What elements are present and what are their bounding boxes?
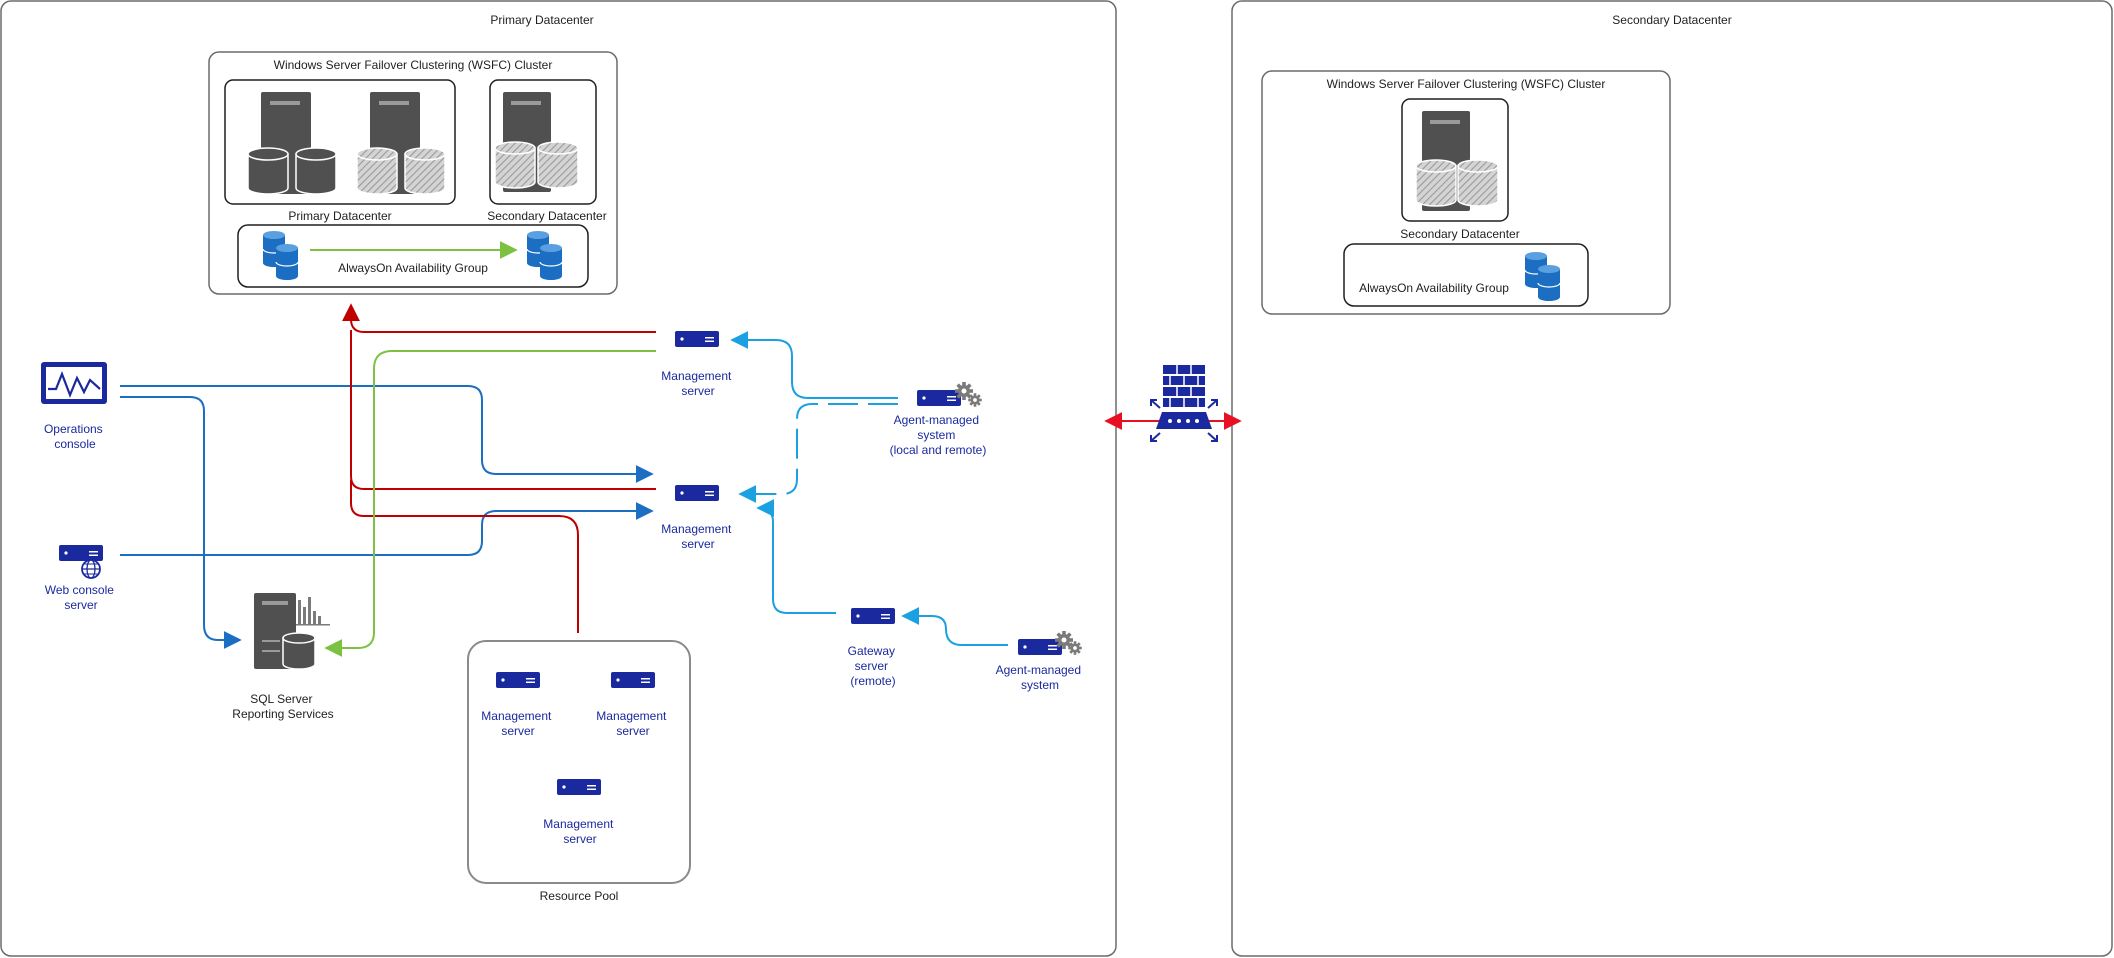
flow-webconsole-to-management — [120, 502, 654, 556]
web-console-label: Web console server — [45, 583, 118, 612]
flow-agent-to-gateway — [901, 607, 1008, 646]
secondary-datacenter-box — [1231, 0, 2113, 957]
operations-console: Operations console — [41, 362, 107, 451]
server-icon — [496, 672, 540, 688]
wsfc-cluster-primary: Windows Server Failover Clustering (WSFC… — [208, 51, 618, 295]
flow-management-to-ssrs — [324, 350, 656, 657]
management-server-middle: Management server — [661, 485, 734, 551]
sql-node-primary — [224, 79, 456, 205]
bar-chart-icon — [296, 597, 330, 626]
flow-console-to-management — [120, 385, 654, 483]
server-icon — [557, 779, 601, 795]
resource-pool: Management server Management server Mana… — [467, 640, 691, 884]
wsfc-cluster-secondary: Windows Server Failover Clustering (WSFC… — [1261, 70, 1671, 315]
database-replica-icon — [356, 147, 446, 195]
management-server-label: Management server — [661, 522, 734, 551]
flow-agent-to-management — [730, 331, 898, 399]
agent-managed-system-remote: Agent-managed system — [996, 631, 1085, 692]
agent-managed-system-local: Agent-managed system (local and remote) — [890, 382, 987, 457]
globe-icon — [81, 559, 101, 579]
firewall-icon — [1150, 365, 1218, 442]
ssrs-label: SQL Server Reporting Services — [232, 692, 333, 721]
server-icon — [917, 390, 961, 406]
sql-node-secondary — [1401, 98, 1509, 222]
gateway-label: Gateway server (remote) — [848, 644, 899, 688]
availability-group-secondary: AlwaysOn Availability Group — [1343, 243, 1589, 307]
flow-gateway-to-management — [756, 499, 836, 614]
server-icon — [675, 331, 719, 347]
sql-node-primary-label: Primary Datacenter — [288, 209, 391, 223]
management-server-top: Management server — [661, 331, 734, 398]
availability-group-primary: AlwaysOn Availability Group — [237, 224, 589, 288]
database-replica-icon — [1415, 159, 1499, 207]
server-icon — [851, 608, 895, 624]
flow-management-to-database — [342, 303, 656, 333]
management-server-pool-3: Management server — [543, 779, 616, 846]
secondary-datacenter-title: Secondary Datacenter — [1612, 13, 1731, 27]
management-server-label: Management server — [661, 369, 734, 398]
resource-pool-label: Resource Pool — [540, 889, 619, 903]
management-server-label: Management server — [481, 709, 554, 738]
availability-group-label: AlwaysOn Availability Group — [1359, 281, 1509, 295]
sql-node-secondary — [489, 79, 597, 205]
management-server-label: Management server — [596, 709, 669, 738]
flow-console-to-ssrs — [120, 396, 242, 649]
sql-reporting-services: SQL Server Reporting Services — [232, 593, 334, 721]
gateway-server: Gateway server (remote) — [848, 608, 899, 688]
operations-console-label: Operations console — [44, 422, 106, 451]
monitor-icon — [41, 362, 107, 404]
agent-managed-label: Agent-managed system — [996, 663, 1085, 692]
server-icon — [59, 545, 103, 561]
sql-node-secondary-label: Secondary Datacenter — [487, 209, 606, 223]
server-icon — [611, 672, 655, 688]
wsfc-cluster-title: Windows Server Failover Clustering (WSFC… — [1327, 77, 1606, 91]
management-server-pool-1: Management server — [481, 672, 554, 738]
flow-resourcepool-to-database — [350, 480, 579, 633]
management-server-pool-2: Management server — [596, 672, 669, 738]
wsfc-cluster-title: Windows Server Failover Clustering (WSFC… — [274, 58, 553, 72]
management-server-label: Management server — [543, 817, 616, 846]
agent-managed-label: Agent-managed system (local and remote) — [890, 413, 987, 457]
web-console-server: Web console server — [45, 545, 118, 612]
flow-agent-failover-to-management — [738, 403, 898, 503]
primary-datacenter-title: Primary Datacenter — [490, 13, 593, 27]
primary-datacenter-box — [0, 0, 1117, 957]
database-replica-icon — [494, 141, 579, 189]
flow-management-to-database — [350, 330, 656, 490]
database-icon — [247, 147, 337, 195]
database-icon — [282, 632, 316, 670]
server-icon — [675, 485, 719, 501]
availability-group-label: AlwaysOn Availability Group — [338, 261, 488, 275]
sql-node-secondary-label: Secondary Datacenter — [1400, 227, 1519, 241]
